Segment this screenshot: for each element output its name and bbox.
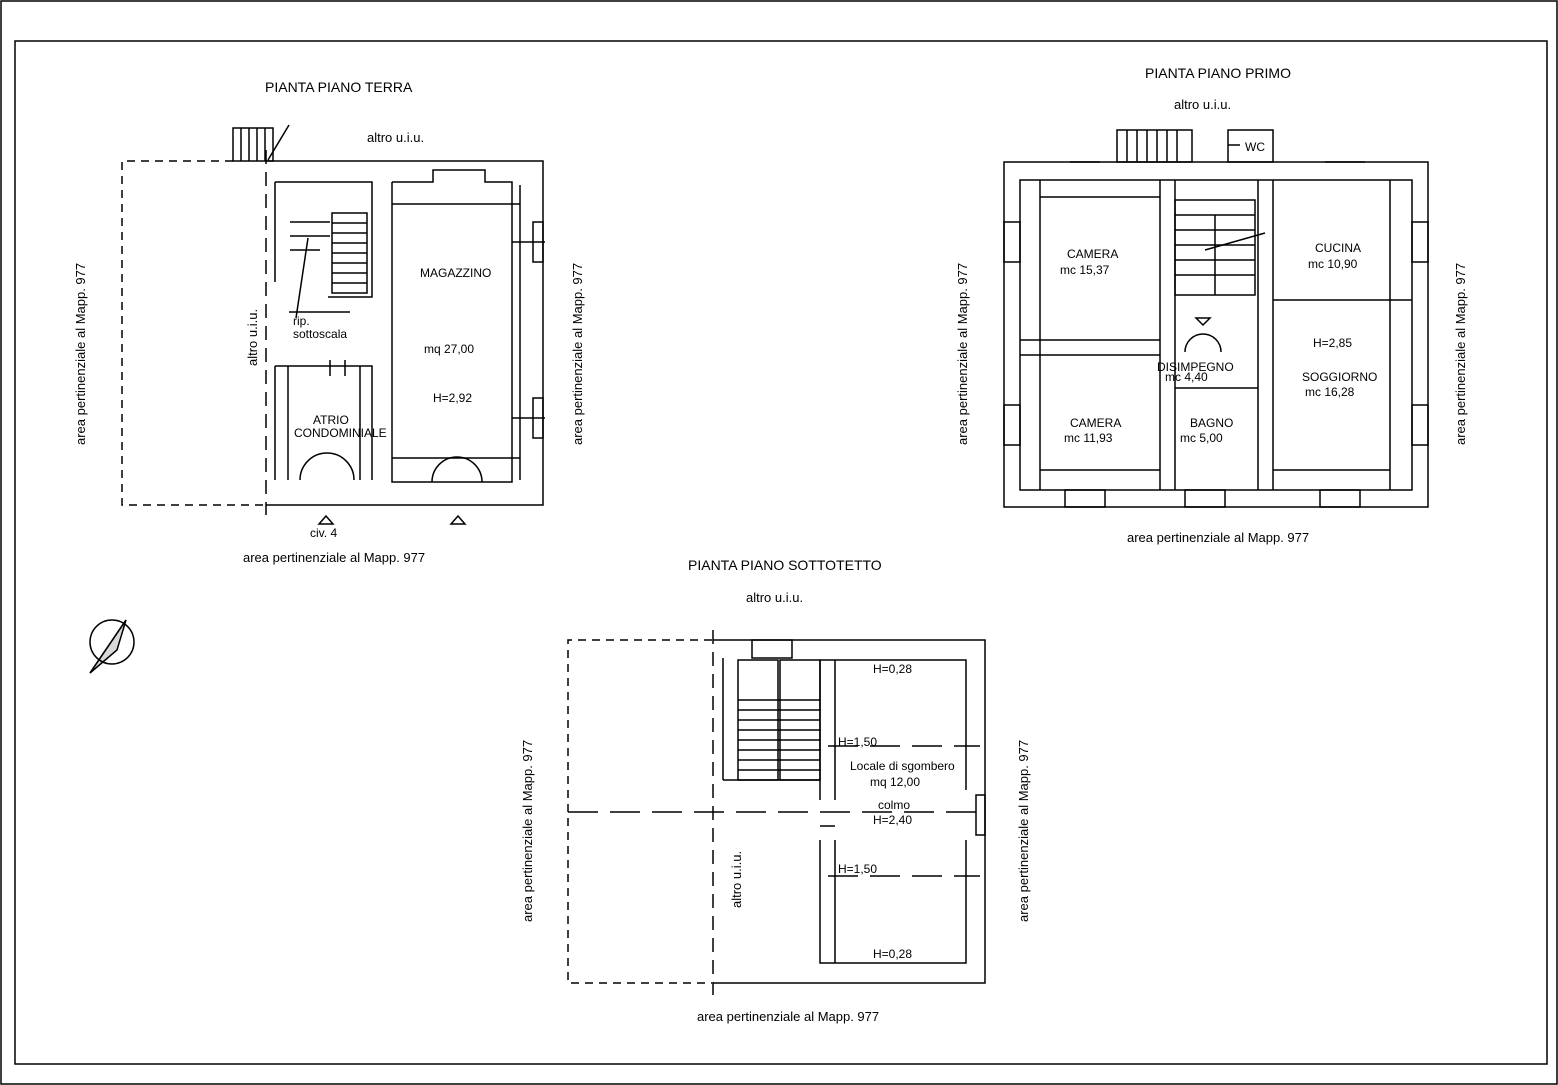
- first-floor-labels: PIANTA PIANO PRIMO altro u.i.u. WC area …: [955, 65, 1468, 545]
- first-area-right: area pertinenziale al Mapp. 977: [1453, 263, 1468, 445]
- camera-1-area: mc 15,37: [1060, 263, 1110, 277]
- attic-neighbor-top: altro u.i.u.: [746, 590, 803, 605]
- camera-2-area: mc 11,93: [1064, 431, 1113, 445]
- attic-colmo: colmo: [878, 798, 910, 812]
- attic-h-colmo: H=2,40: [873, 813, 912, 827]
- ground-neighbor-top: altro u.i.u.: [367, 130, 424, 145]
- camera-2-label: CAMERA: [1070, 416, 1121, 430]
- atrio-label: ATRIO: [313, 413, 349, 427]
- attic-title: PIANTA PIANO SOTTOTETTO: [688, 557, 882, 573]
- soggiorno-label: SOGGIORNO: [1302, 370, 1377, 384]
- ground-area-bottom: area pertinenziale al Mapp. 977: [243, 550, 425, 565]
- attic-h-150b: H=1,50: [838, 862, 877, 876]
- first-neighbor-top: altro u.i.u.: [1174, 97, 1231, 112]
- magazzino-height: H=2,92: [433, 391, 472, 405]
- wc-label: WC: [1245, 140, 1265, 154]
- attic-area-right: area pertinenziale al Mapp. 977: [1016, 740, 1031, 922]
- magazzino-label: MAGAZZINO: [420, 266, 491, 280]
- attic-neighbor-left: altro u.i.u.: [729, 851, 744, 908]
- atrio-label-2: CONDOMINIALE: [294, 426, 387, 440]
- first-area-left: area pertinenziale al Mapp. 977: [955, 263, 970, 445]
- magazzino-area: mq 27,00: [424, 342, 474, 356]
- ground-floor-title: PIANTA PIANO TERRA: [265, 79, 413, 95]
- attic-labels: PIANTA PIANO SOTTOTETTO altro u.i.u. alt…: [520, 557, 1031, 1024]
- cucina-label: CUCINA: [1315, 241, 1361, 255]
- ground-area-right: area pertinenziale al Mapp. 977: [570, 263, 585, 445]
- attic-h-150a: H=1,50: [838, 735, 877, 749]
- camera-1-label: CAMERA: [1067, 247, 1118, 261]
- first-floor-title: PIANTA PIANO PRIMO: [1145, 65, 1291, 81]
- attic-room-name: Locale di sgombero: [850, 759, 955, 773]
- ground-floor-plan: [121, 124, 545, 525]
- attic-area-left: area pertinenziale al Mapp. 977: [520, 740, 535, 922]
- first-floor-plan: [1003, 129, 1429, 508]
- first-height: H=2,85: [1313, 336, 1352, 350]
- rip-label: rip.: [293, 314, 310, 328]
- inner-frame: [14, 40, 1548, 1065]
- ground-neighbor-left: altro u.i.u.: [245, 309, 260, 366]
- north-arrow-icon: [89, 619, 135, 674]
- cucina-area: mc 10,90: [1308, 257, 1358, 271]
- bagno-label: BAGNO: [1190, 416, 1233, 430]
- disimpegno-label: DISIMPEGNO: [1157, 360, 1234, 374]
- attic-area-bottom: area pertinenziale al Mapp. 977: [697, 1009, 879, 1024]
- disimpegno-area: mc 4,40: [1165, 370, 1208, 384]
- first-area-bottom: area pertinenziale al Mapp. 977: [1127, 530, 1309, 545]
- attic-room-area: mq 12,00: [870, 775, 920, 789]
- attic-h-bottom: H=0,28: [873, 947, 912, 961]
- ground-area-left: area pertinenziale al Mapp. 977: [73, 263, 88, 445]
- attic-h-top: H=0,28: [873, 662, 912, 676]
- rip-label-2: sottoscala: [293, 327, 347, 341]
- bagno-area: mc 5,00: [1180, 431, 1223, 445]
- ground-floor-labels: PIANTA PIANO TERRA altro u.i.u. altro u.…: [73, 79, 585, 565]
- soggiorno-area: mc 16,28: [1305, 385, 1355, 399]
- civic-number: civ. 4: [310, 526, 337, 540]
- attic-plan: [567, 630, 986, 995]
